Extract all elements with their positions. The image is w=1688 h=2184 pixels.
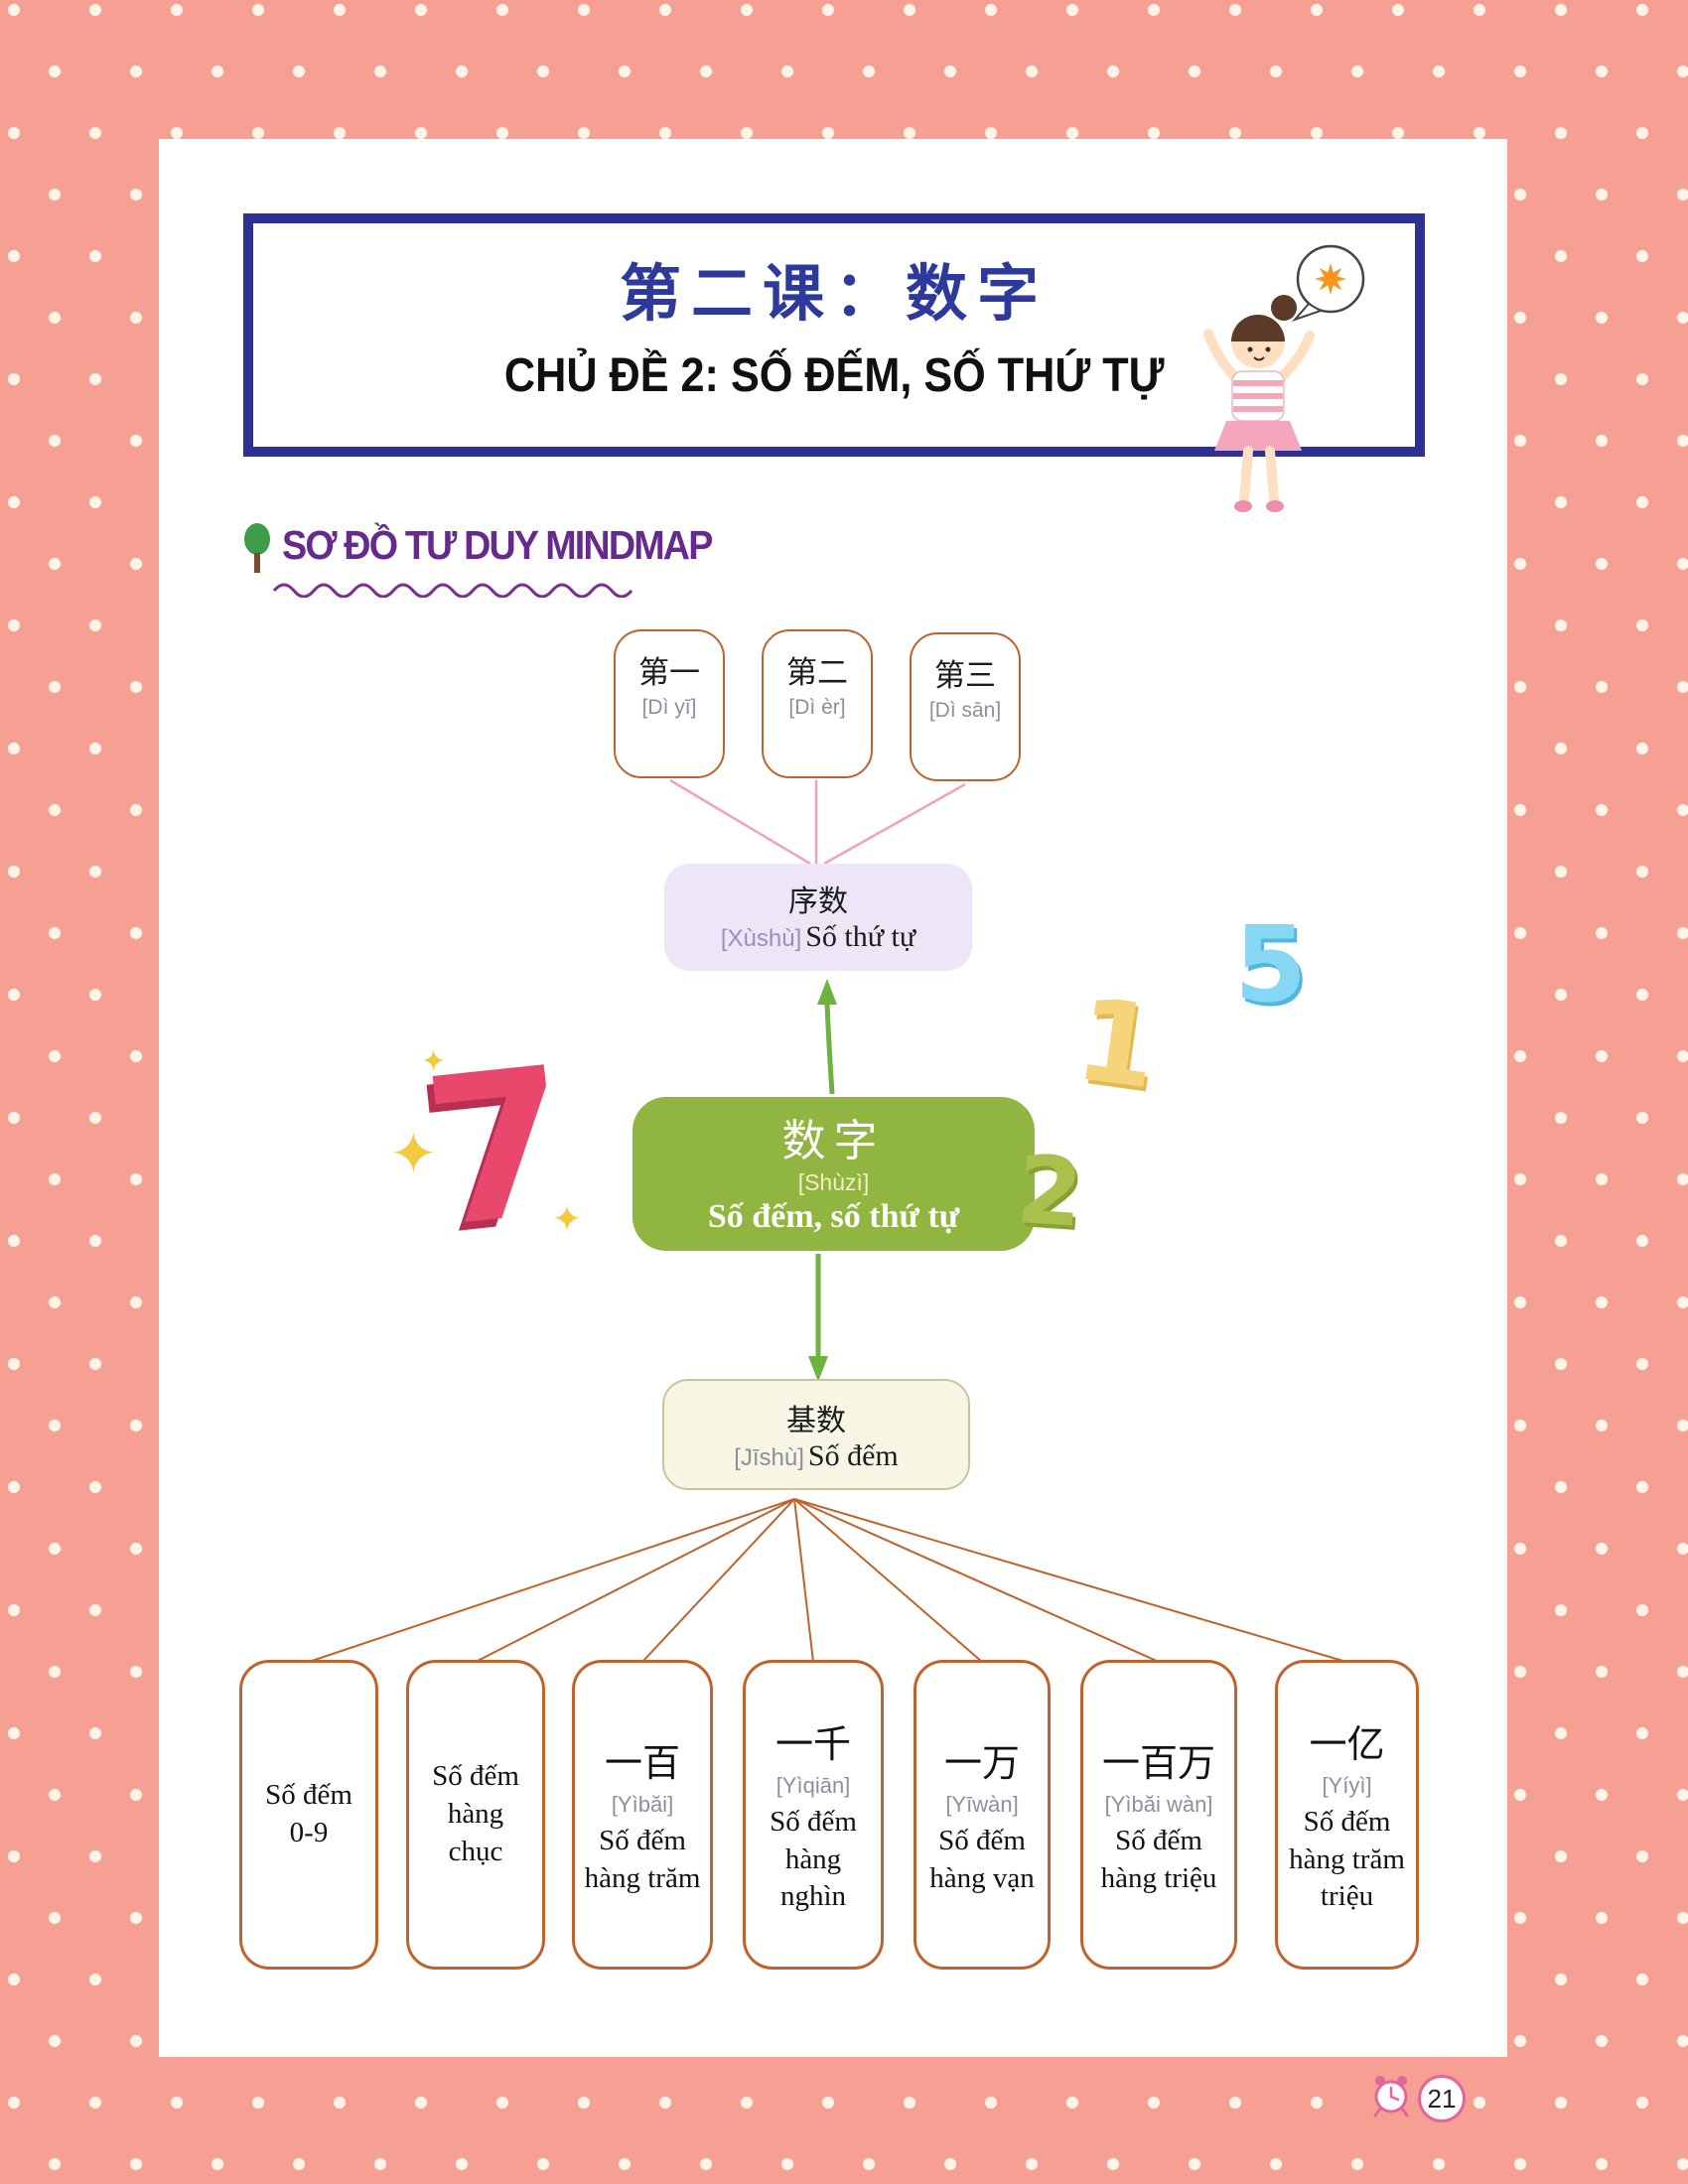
pinyin: [Yìqiān] bbox=[775, 1772, 851, 1798]
vietnamese-meaning: Số đếm hàng nghìn bbox=[770, 1805, 857, 1913]
star-icon bbox=[1315, 263, 1346, 295]
pinyin: [Yìbăi wàn] bbox=[1104, 1791, 1213, 1817]
sparkle-icon: ✦ bbox=[552, 1199, 583, 1240]
chinese-word: 数字 bbox=[781, 1117, 886, 1165]
vietnamese-meaning: Số thứ tự bbox=[805, 920, 916, 953]
chinese-word: 第一 bbox=[638, 655, 700, 690]
vietnamese-meaning: Số đếm hàng vạn bbox=[929, 1824, 1035, 1894]
alarm-clock-icon bbox=[1368, 2071, 1414, 2125]
vietnamese-meaning: Số đếm hàng trăm bbox=[584, 1824, 701, 1894]
wavy-underline bbox=[272, 580, 641, 603]
pinyin: [Shùzì] bbox=[797, 1169, 870, 1195]
chinese-word: 第三 bbox=[934, 658, 996, 693]
vietnamese-meaning: Số đếm 0-9 bbox=[265, 1779, 352, 1848]
cardinal-node: 基数 [Jīshù] Số đếm bbox=[662, 1379, 970, 1490]
leaf-box-millions: 一百万 [Yìbăi wàn] Số đếm hàng triệu bbox=[1080, 1660, 1237, 1970]
pinyin: [Yìbăi] bbox=[611, 1791, 674, 1817]
pinyin: [Dì yī] bbox=[641, 696, 697, 719]
ordinal-box-third: 第三 [Dì sān] bbox=[910, 632, 1021, 781]
lesson-title-vietnamese: CHỦ ĐỀ 2: SỐ ĐẾM, SỐ THỨ TỰ bbox=[503, 349, 1165, 402]
pinyin: [Xùshù] bbox=[720, 925, 802, 952]
tree-icon bbox=[241, 522, 273, 581]
vietnamese-meaning: Số đếm, số thứ tự bbox=[707, 1198, 960, 1235]
pinyin: [Dì èr] bbox=[788, 696, 846, 719]
leaf-box-units: Số đếm 0-9 bbox=[239, 1660, 378, 1970]
lesson-title-box: 第二课：数字 CHỦ ĐỀ 2: SỐ ĐẾM, SỐ THỨ TỰ bbox=[243, 213, 1425, 457]
leaf-box-hundred-millions: 一亿 [Yíyì] Số đếm hàng trăm triệu bbox=[1275, 1660, 1419, 1970]
vietnamese-meaning: Số đếm hàng triệu bbox=[1100, 1824, 1217, 1894]
ordinal-node: 序数 [Xùshù] Số thứ tự bbox=[664, 864, 972, 971]
girl-illustration bbox=[1177, 234, 1385, 562]
chinese-word: 第二 bbox=[786, 655, 848, 690]
pinyin: [Yíyì] bbox=[1322, 1772, 1372, 1798]
pinyin: [Dì sān] bbox=[928, 699, 1002, 722]
pinyin: [Jīshù] bbox=[734, 1444, 804, 1471]
page-number: 21 bbox=[1427, 2083, 1457, 2114]
chinese-word: 一百万 bbox=[1101, 1742, 1215, 1785]
sparkle-icon: ✦ bbox=[389, 1120, 438, 1187]
vietnamese-meaning: Số đếm bbox=[807, 1439, 899, 1472]
ordinal-box-second: 第二 [Dì èr] bbox=[762, 629, 873, 778]
chinese-word: 序数 bbox=[788, 886, 848, 918]
decorative-number-5: 5 bbox=[1234, 904, 1308, 1025]
page-number-badge: 21 bbox=[1418, 2075, 1466, 2122]
lesson-title-chinese: 第二课：数字 bbox=[619, 261, 1049, 329]
chinese-word: 基数 bbox=[786, 1405, 846, 1437]
vietnamese-meaning: Số đếm hàng trăm triệu bbox=[1289, 1805, 1405, 1913]
decorative-number-2: 2 bbox=[1013, 1135, 1086, 1250]
chinese-word: 一万 bbox=[943, 1742, 1020, 1785]
leaf-box-tens: Số đếm hàng chục bbox=[406, 1660, 545, 1970]
chinese-word: 一百 bbox=[604, 1742, 680, 1785]
ordinal-box-first: 第一 [Dì yī] bbox=[614, 629, 725, 778]
leaf-box-ten-thousands: 一万 [Yīwàn] Số đếm hàng vạn bbox=[914, 1660, 1051, 1970]
section-title: SƠ ĐỒ TƯ DUY MINDMAP bbox=[282, 522, 713, 568]
decorative-number-1: 1 bbox=[1068, 973, 1167, 1116]
chinese-word: 一千 bbox=[774, 1723, 851, 1766]
pinyin: [Yīwàn] bbox=[945, 1791, 1019, 1817]
vietnamese-meaning: Số đếm hàng chục bbox=[432, 1760, 519, 1867]
chinese-word: 一亿 bbox=[1309, 1723, 1385, 1766]
sparkle-icon: ✦ bbox=[421, 1044, 447, 1079]
root-node: 数字 [Shùzì] Số đếm, số thứ tự bbox=[633, 1097, 1035, 1251]
leaf-box-hundreds: 一百 [Yìbăi] Số đếm hàng trăm bbox=[572, 1660, 713, 1970]
leaf-box-thousands: 一千 [Yìqiān] Số đếm hàng nghìn bbox=[743, 1660, 884, 1970]
